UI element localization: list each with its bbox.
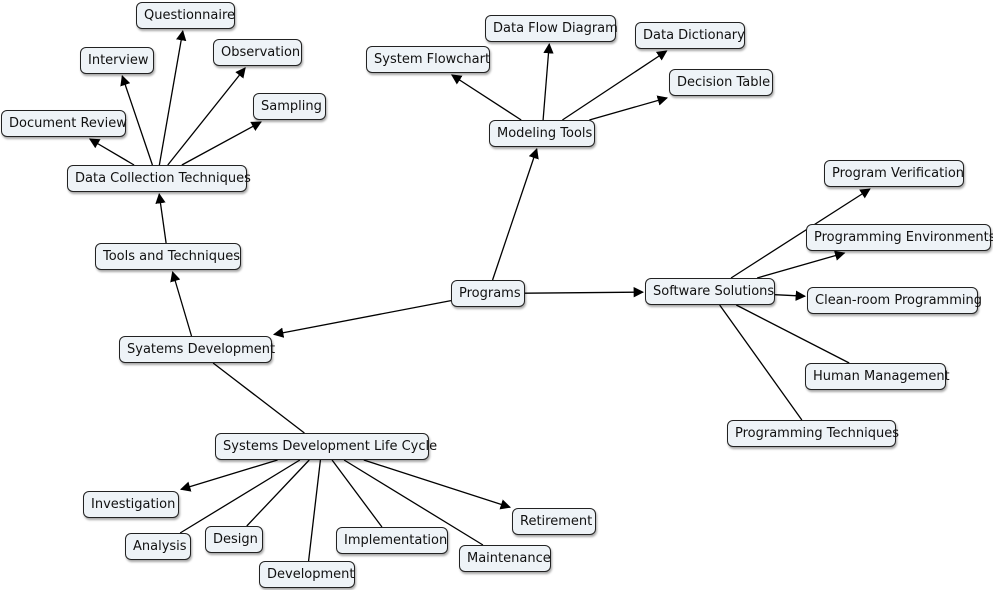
node-clean-room-programming[interactable]: Clean-room Programming <box>807 287 982 314</box>
node-observation[interactable]: Observation <box>213 39 302 66</box>
edge-data_collection-to-document_review <box>88 138 135 166</box>
edge-software_solutions-to-clean_room <box>774 290 807 301</box>
edge-syatems_development-to-sdlc <box>212 362 305 434</box>
edge-sdlc-to-retirement <box>363 459 511 510</box>
edge-data_collection-to-interview <box>120 75 154 166</box>
edge-sdlc-to-maintenance <box>343 459 484 546</box>
edge-tools_techniques-to-data_collection <box>155 192 167 244</box>
edge-sdlc-to-implementation <box>331 459 383 528</box>
node-analysis[interactable]: Analysis <box>125 533 191 560</box>
node-questionnaire[interactable]: Questionnaire <box>136 2 235 29</box>
node-syatems-development[interactable]: Syatems Development <box>119 336 275 363</box>
edge-software_solutions-to-human_management <box>735 304 850 364</box>
node-programs[interactable]: Programs <box>451 280 525 307</box>
node-sampling[interactable]: Sampling <box>253 93 326 120</box>
node-data-collection-techniques[interactable]: Data Collection Techniques <box>67 165 251 192</box>
node-tools-and-techniques[interactable]: Tools and Techniques <box>95 243 241 270</box>
node-human-management[interactable]: Human Management <box>805 363 950 390</box>
node-development[interactable]: Development <box>259 561 355 588</box>
edge-software_solutions-to-program_verification <box>730 188 871 279</box>
edge-sdlc-to-development <box>307 459 322 562</box>
edge-modeling_tools-to-data_dictionary <box>562 50 668 121</box>
edge-programs-to-syatems_development <box>272 299 452 338</box>
node-maintenance[interactable]: Maintenance <box>459 545 551 572</box>
edge-software_solutions-to-programming_techniques <box>719 304 803 421</box>
node-design[interactable]: Design <box>205 526 263 553</box>
edge-programs-to-software_solutions <box>524 286 645 298</box>
edge-modeling_tools-to-decision_table <box>589 95 669 121</box>
edge-data_collection-to-sampling <box>181 121 262 166</box>
node-systems-development-life-cycle[interactable]: Systems Development Life Cycle <box>215 433 437 460</box>
node-data-flow-diagram[interactable]: Data Flow Diagram <box>485 15 618 42</box>
node-investigation[interactable]: Investigation <box>83 491 179 518</box>
edge-software_solutions-to-programming_environments <box>756 250 846 279</box>
node-data-dictionary[interactable]: Data Dictionary <box>635 22 745 49</box>
node-programming-environments[interactable]: Programming Environments <box>806 224 993 251</box>
edge-data_collection-to-observation <box>167 67 246 166</box>
node-program-verification[interactable]: Program Verification <box>824 160 964 187</box>
node-programming-techniques[interactable]: Programming Techniques <box>727 420 899 447</box>
edge-modeling_tools-to-data_flow_diagram <box>542 42 554 121</box>
edge-sdlc-to-design <box>246 459 310 527</box>
node-interview[interactable]: Interview <box>80 47 154 74</box>
node-software-solutions[interactable]: Software Solutions <box>645 278 775 305</box>
node-document-review[interactable]: Document Review <box>1 110 127 137</box>
edge-modeling_tools-to-system_flowchart <box>451 74 522 121</box>
edge-programs-to-modeling_tools <box>491 148 539 281</box>
node-modeling-tools[interactable]: Modeling Tools <box>489 120 595 147</box>
edge-syatems_development-to-tools_techniques <box>170 271 193 337</box>
edge-data_collection-to-questionnaire <box>158 29 187 166</box>
edge-sdlc-to-investigation <box>180 459 278 492</box>
node-implementation[interactable]: Implementation <box>336 527 448 554</box>
edge-sdlc-to-analysis <box>179 459 301 534</box>
node-system-flowchart[interactable]: System Flowchart <box>366 46 490 73</box>
node-decision-table[interactable]: Decision Table <box>669 69 773 96</box>
node-retirement[interactable]: Retirement <box>512 508 596 535</box>
